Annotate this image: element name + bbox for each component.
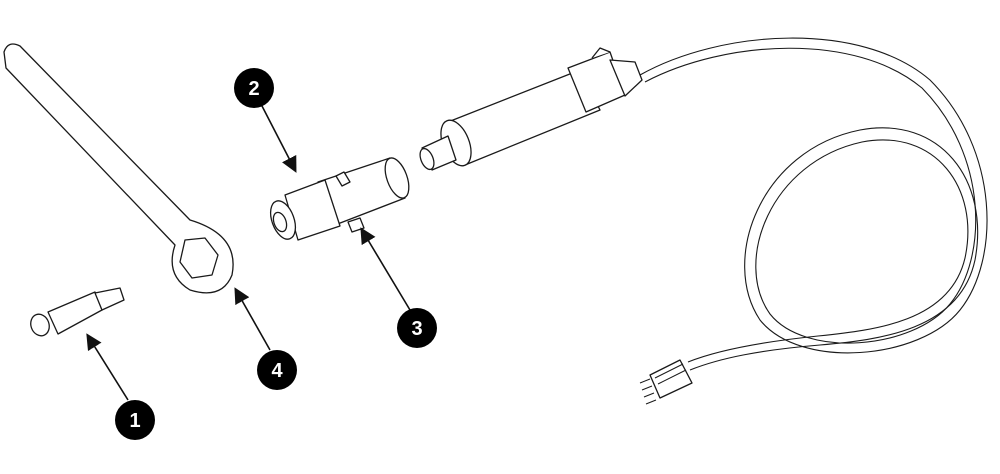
- nozzle-body: [269, 157, 410, 241]
- tip: [30, 287, 125, 337]
- callout-arrow-1: [86, 333, 129, 401]
- callout-4: 4: [257, 350, 297, 390]
- connector-plug: [639, 359, 693, 405]
- clip: [347, 217, 365, 233]
- callout-3: 3: [397, 308, 437, 348]
- callout-4-label: 4: [271, 360, 283, 382]
- callout-3-label: 3: [411, 318, 422, 340]
- cable: [639, 37, 988, 371]
- callout-arrow-2: [261, 105, 297, 173]
- torch-handle: [419, 47, 643, 171]
- callout-2-label: 2: [248, 78, 259, 100]
- callout-1: 1: [115, 400, 155, 440]
- callout-arrow-3: [360, 227, 411, 311]
- callout-1-label: 1: [129, 410, 140, 432]
- callout-2: 2: [234, 68, 274, 108]
- callout-arrow-4: [234, 287, 271, 351]
- wrench: [3, 43, 234, 294]
